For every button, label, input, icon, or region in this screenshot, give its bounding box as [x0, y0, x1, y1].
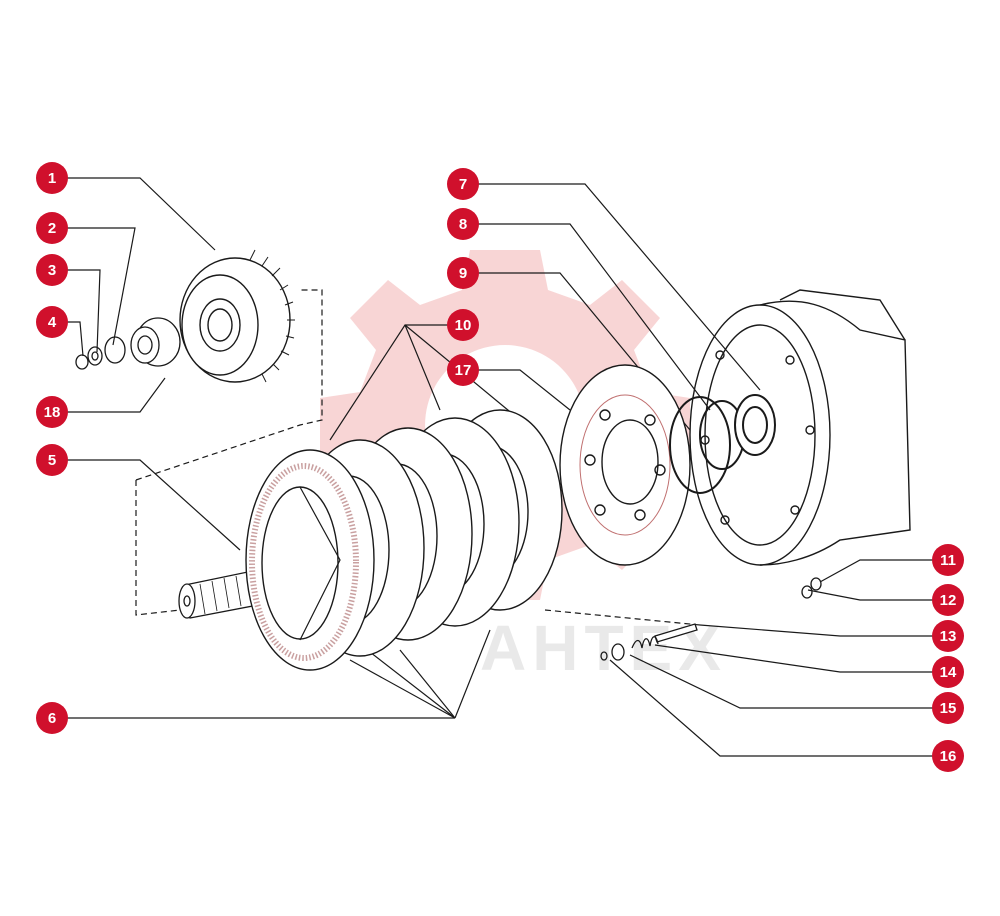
callout-circle	[36, 254, 68, 286]
o-ring-large	[669, 396, 731, 494]
callout-15: 15	[932, 692, 964, 724]
spring	[631, 636, 659, 649]
callout-number: 10	[455, 317, 472, 334]
callout-number: 2	[48, 220, 56, 237]
callout-17: 17	[447, 354, 479, 386]
callout-number: 15	[940, 700, 957, 717]
callout-circle	[447, 208, 479, 240]
callout-number: 4	[48, 314, 57, 331]
callout-circle	[447, 309, 479, 341]
callout-number: 12	[940, 592, 957, 609]
callout-circle	[36, 306, 68, 338]
callout-circle	[447, 257, 479, 289]
callout-circle	[932, 692, 964, 724]
callout-16: 16	[932, 740, 964, 772]
callout-5: 5	[36, 444, 68, 476]
callout-number: 18	[44, 404, 61, 421]
callout-number: 5	[48, 452, 56, 469]
callout-1: 1	[36, 162, 68, 194]
callout-circle	[36, 702, 68, 734]
lock-washer	[801, 585, 813, 599]
splined-hub	[130, 317, 181, 367]
callout-number: 11	[940, 552, 956, 569]
callout-2: 2	[36, 212, 68, 244]
callout-circle	[36, 444, 68, 476]
callout-number: 9	[459, 265, 467, 282]
callout-number: 16	[940, 748, 957, 765]
retaining-clip	[600, 651, 608, 661]
callout-number: 1	[48, 170, 56, 187]
bearing-ring	[734, 394, 776, 456]
callout-13: 13	[932, 620, 964, 652]
friction-disc-pack	[245, 409, 563, 671]
callout-14: 14	[932, 656, 964, 688]
callout-circle	[447, 168, 479, 200]
pressure-plate	[559, 364, 691, 566]
callout-8: 8	[447, 208, 479, 240]
callout-circle	[932, 584, 964, 616]
plug	[75, 354, 89, 370]
leader-lines	[52, 177, 948, 757]
watermark-text: AHTEX	[480, 612, 727, 684]
callout-circle	[36, 396, 68, 428]
callout-number: 6	[48, 710, 56, 727]
callout-circle	[932, 544, 964, 576]
callout-18: 18	[36, 396, 68, 428]
callout-number: 3	[48, 262, 56, 279]
washer	[87, 346, 103, 366]
callout-circle	[36, 162, 68, 194]
callout-10: 10	[447, 309, 479, 341]
clutch-housing	[689, 289, 911, 566]
clutch-drum	[179, 249, 295, 383]
callout-number: 14	[940, 664, 957, 681]
spring-cup	[611, 643, 625, 661]
callout-number: 7	[459, 176, 467, 193]
callout-circle	[932, 620, 964, 652]
callout-circle	[932, 740, 964, 772]
callout-number: 8	[459, 216, 467, 233]
callout-circle	[447, 354, 479, 386]
callout-9: 9	[447, 257, 479, 289]
callout-number: 13	[940, 628, 957, 645]
callout-6: 6	[36, 702, 68, 734]
callout-number: 17	[455, 362, 472, 379]
callout-7: 7	[447, 168, 479, 200]
callout-12: 12	[932, 584, 964, 616]
callout-3: 3	[36, 254, 68, 286]
callout-4: 4	[36, 306, 68, 338]
screw	[810, 577, 822, 591]
snap-ring	[104, 336, 126, 364]
callout-circle	[36, 212, 68, 244]
callout-circle	[932, 656, 964, 688]
callout-11: 11	[932, 544, 964, 576]
